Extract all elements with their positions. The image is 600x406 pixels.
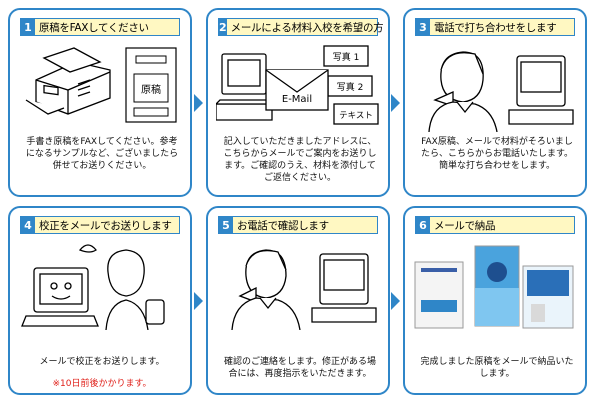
fax-machine-icon: 原稿	[25, 47, 177, 123]
person-phone-icon-2	[231, 249, 377, 330]
step-4-number: 4	[21, 217, 35, 233]
step-4-note: ※10日前後かかります。	[52, 379, 152, 389]
person-computer-icon	[21, 244, 165, 330]
finished-prints-icon	[414, 245, 574, 329]
photo-2-label: 写真 2	[337, 81, 364, 93]
step-6-header: 6 メールで納品	[415, 216, 575, 234]
step-1-title: 原稿をFAXしてください	[39, 21, 149, 34]
step-1-body: 手書き原稿をFAXしてください。参考になるサンプルなど、ございましたら併せてお送…	[25, 137, 179, 171]
photo-1-label: 写真 1	[333, 51, 360, 63]
step-1-panel: 1 原稿をFAXしてください 原稿 手書き原稿をFAXしてください。参考になるサ…	[8, 8, 192, 197]
arrow-right-icon	[194, 292, 203, 310]
step-5-body: 確認のご連絡をします。修正がある場合には、再度指示をいただきます。	[223, 357, 377, 379]
step-5-title: お電話で確認します	[237, 219, 329, 232]
step-2-panel: 2 メールによる材料入校を希望の方 E-Mail 写真 1 写真 2 テキスト …	[206, 8, 390, 197]
step-5-number: 5	[219, 217, 233, 233]
step-2-title: メールによる材料入校を希望の方	[230, 21, 384, 34]
step-3-number: 3	[416, 19, 430, 35]
step-1-header: 1 原稿をFAXしてください	[20, 18, 180, 36]
step-2-number: 2	[219, 19, 227, 35]
document-label: 原稿	[141, 83, 161, 96]
arrow-right-icon	[194, 94, 203, 112]
arrow-right-icon	[391, 94, 400, 112]
step-6-number: 6	[416, 217, 430, 233]
step-5-panel: 5 お電話で確認します 確認のご連絡をします。修正がある場合には、再度指示をいた…	[206, 206, 390, 395]
step-4-header: 4 校正をメールでお送りします	[20, 216, 180, 234]
step-6-panel: 6 メールで納品 完成しました原稿をメールで納品いたします。	[403, 206, 587, 395]
text-label: テキスト	[339, 111, 373, 121]
person-phone-icon	[428, 51, 574, 132]
step-6-body: 完成しました原稿をメールで納品いたします。	[420, 357, 574, 379]
step-4-title: 校正をメールでお送りします	[39, 219, 172, 232]
computer-email-icon: E-Mail 写真 1 写真 2 テキスト	[216, 45, 379, 125]
email-label: E-Mail	[282, 94, 312, 105]
step-3-title: 電話で打ち合わせをします	[434, 21, 557, 34]
step-6-title: メールで納品	[434, 219, 496, 232]
step-4-text: メールで校正をお送りします。	[39, 357, 165, 367]
step-4-panel: 4 校正をメールでお送りします メールで校正をお送りします。 ※10日前後かかり…	[8, 206, 192, 395]
step-2-header: 2 メールによる材料入校を希望の方	[218, 18, 384, 36]
step-3-header: 3 電話で打ち合わせをします	[415, 18, 575, 36]
step-2-body: 記入していただきましたアドレスに、こちらからメールでご案内をお送りします。ご確認…	[223, 137, 377, 183]
step-1-number: 1	[21, 19, 35, 35]
step-4-body: メールで校正をお送りします。 ※10日前後かかります。	[22, 356, 182, 390]
step-3-body: FAX原稿、メールで材料がそろいましたら、こちらからお電話いたします。簡単な打ち…	[420, 137, 574, 171]
document-icon: 原稿	[125, 47, 177, 123]
envelope-icon	[265, 69, 329, 111]
arrow-right-icon	[391, 292, 400, 310]
step-5-header: 5 お電話で確認します	[218, 216, 378, 234]
step-3-panel: 3 電話で打ち合わせをします FAX原稿、メールで材料がそろいましたら、こちらか…	[403, 8, 587, 197]
